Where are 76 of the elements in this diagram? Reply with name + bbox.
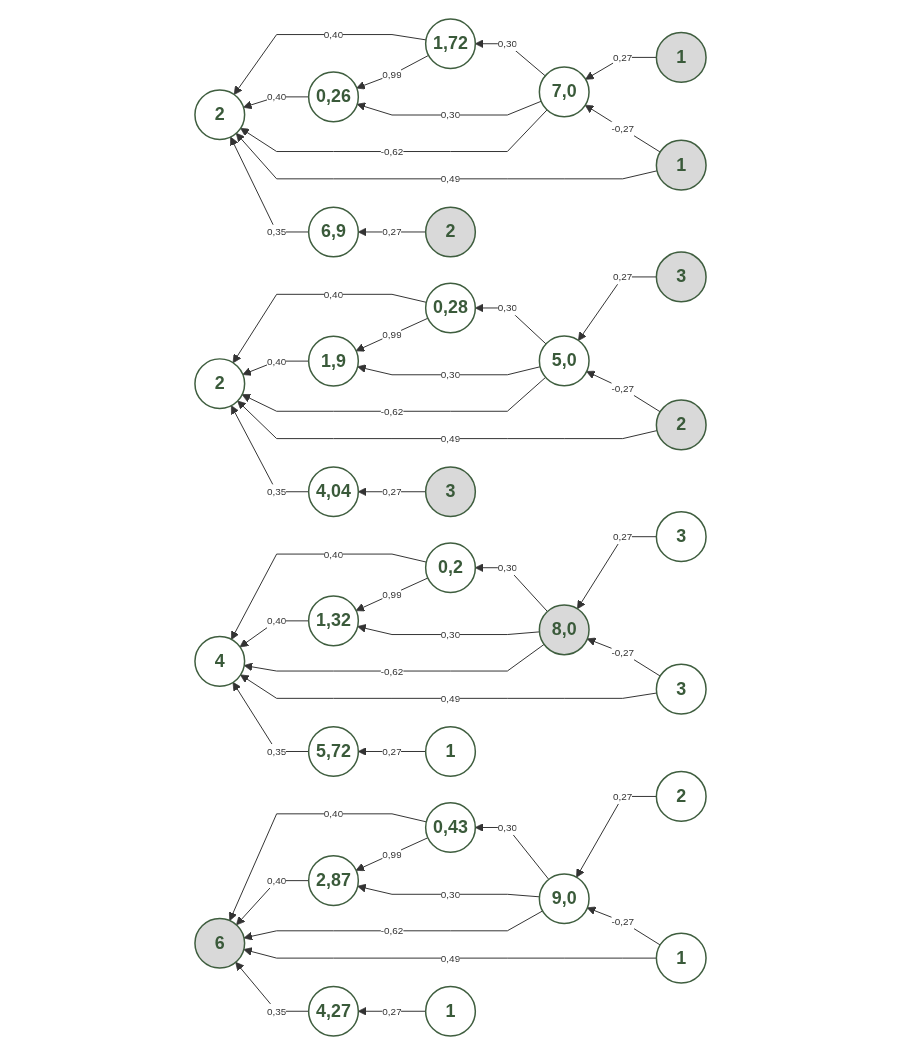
edge-label: 0,40 bbox=[323, 808, 344, 820]
edge-label: -0,62 bbox=[380, 146, 404, 157]
edge-label: 0,40 bbox=[266, 91, 287, 103]
node-circle: 5,72 bbox=[307, 725, 360, 778]
node-circle: 3 bbox=[655, 663, 707, 715]
node-circle: 0,26 bbox=[307, 71, 360, 123]
edge-label: 0,27 bbox=[382, 1005, 402, 1017]
edge-label: 0,49 bbox=[440, 952, 461, 964]
node-circle: 2 bbox=[194, 358, 246, 410]
edge-label: 0,35 bbox=[266, 1005, 287, 1017]
edge-label: 0,35 bbox=[266, 486, 287, 498]
edge-label: 0,30 bbox=[440, 888, 461, 900]
node-circle: 2 bbox=[655, 770, 707, 823]
edge-label: -0,27 bbox=[611, 123, 635, 135]
node-circle: 6 bbox=[194, 917, 246, 969]
edge-label: 0,49 bbox=[440, 433, 461, 445]
node-circle: 8,0 bbox=[538, 604, 590, 656]
node-circle: 5,0 bbox=[538, 335, 590, 387]
edge-label: 0,30 bbox=[440, 369, 461, 381]
edge-label: 0,99 bbox=[382, 588, 402, 600]
node-circle: 1,9 bbox=[307, 335, 360, 387]
node-circle: 2 bbox=[194, 89, 246, 141]
node-circle: 2,87 bbox=[307, 855, 360, 907]
edge-label: 0,30 bbox=[497, 822, 518, 833]
edge-label: -0,27 bbox=[611, 382, 635, 394]
node-circle: 2 bbox=[655, 399, 707, 451]
node-circle: 4,27 bbox=[307, 985, 360, 1037]
edge-label: -0,62 bbox=[380, 405, 404, 417]
edge-label: -0,62 bbox=[380, 925, 404, 937]
node-circle: 1 bbox=[655, 139, 707, 191]
node-circle: 7,0 bbox=[538, 66, 590, 118]
edge-label: 0,30 bbox=[440, 109, 461, 121]
edge-label: 0,35 bbox=[266, 226, 287, 238]
edge-label: 0,27 bbox=[613, 531, 633, 543]
edge-label: 0,99 bbox=[382, 848, 402, 860]
node-circle: 6,9 bbox=[307, 206, 360, 258]
edge-label: 0,49 bbox=[440, 173, 461, 185]
edge-label: 0,49 bbox=[440, 692, 461, 704]
edge-label: 0,27 bbox=[382, 226, 402, 238]
edge-label: 0,30 bbox=[497, 562, 518, 574]
node-circle: 3 bbox=[424, 466, 477, 518]
edge-label: 0,35 bbox=[266, 746, 287, 757]
node-circle: 1 bbox=[424, 725, 477, 778]
node-circle: 3 bbox=[655, 251, 707, 303]
edge-label: -0,62 bbox=[380, 665, 404, 677]
edge-label: -0,27 bbox=[611, 916, 635, 928]
node-circle: 1 bbox=[424, 985, 477, 1037]
node-circle: 2 bbox=[424, 206, 477, 258]
edge-label: 0,27 bbox=[382, 746, 402, 757]
edge-label: 0,40 bbox=[266, 875, 287, 887]
edge-label: 0,27 bbox=[613, 271, 633, 283]
node-circle: 3 bbox=[655, 511, 707, 563]
edge-label: 0,30 bbox=[497, 302, 518, 314]
edge-label: 0,40 bbox=[323, 29, 344, 41]
edge-label: 0,40 bbox=[323, 548, 344, 560]
node-circle: 0,2 bbox=[424, 542, 477, 594]
edge-label: 0,27 bbox=[613, 51, 633, 63]
node-circle: 1 bbox=[655, 31, 707, 83]
node-circle: 1,32 bbox=[307, 595, 360, 647]
edge-label: -0,27 bbox=[611, 647, 635, 659]
node-circle: 0,43 bbox=[424, 801, 477, 854]
node-circle: 9,0 bbox=[538, 873, 590, 925]
edge-label: 0,27 bbox=[382, 486, 402, 498]
edge-label: 0,27 bbox=[613, 790, 633, 802]
node-circle: 4,04 bbox=[307, 466, 360, 518]
edge-label: 0,99 bbox=[382, 329, 402, 341]
edge-label: 0,40 bbox=[323, 288, 344, 300]
node-circle: 0,28 bbox=[424, 282, 477, 334]
edge-label: 0,40 bbox=[266, 355, 287, 367]
edge-label: 0,99 bbox=[382, 69, 402, 81]
edge-label: 0,30 bbox=[497, 38, 518, 50]
node-circle: 1,72 bbox=[424, 18, 477, 70]
edge-label: 0,40 bbox=[266, 615, 287, 627]
node-circle: 1 bbox=[655, 932, 707, 984]
node-circle: 4 bbox=[194, 635, 246, 687]
edge-label: 0,30 bbox=[440, 629, 461, 640]
